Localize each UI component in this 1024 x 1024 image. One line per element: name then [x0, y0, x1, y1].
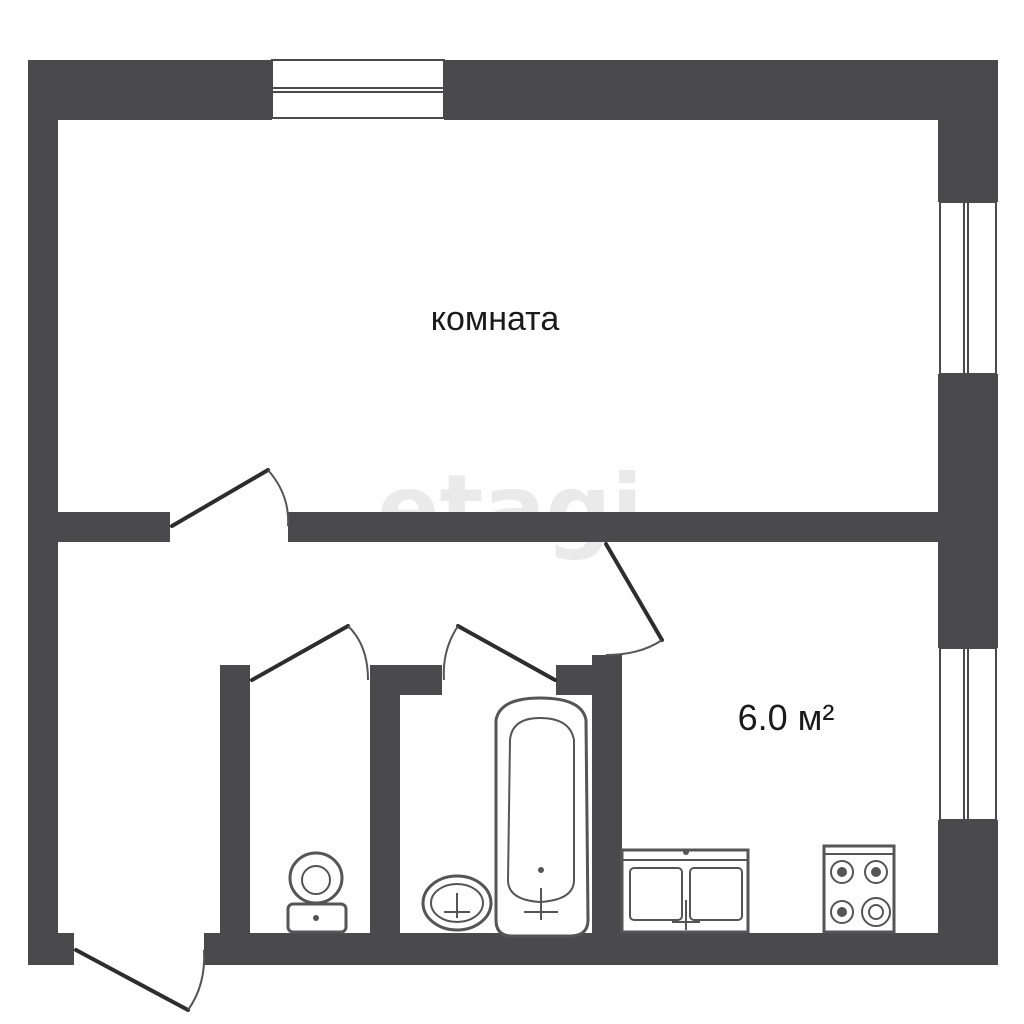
bathtub-icon [494, 696, 590, 938]
toilet-icon [286, 851, 348, 934]
wall-top-right [444, 60, 998, 120]
windows [271, 59, 997, 821]
doors [74, 468, 664, 1012]
room-label-main: комната [431, 300, 560, 338]
wall-bath-top-right [556, 665, 592, 695]
window-icon [939, 201, 997, 375]
wall-bath-kitchen [592, 655, 622, 933]
room-label-kitchen-area: 6.0 м² [738, 697, 835, 738]
interior-walls [58, 512, 938, 933]
stove-icon [822, 844, 896, 934]
watermark: etagi [377, 455, 643, 562]
wall-right-1 [938, 60, 998, 202]
wall-mid-center [288, 512, 603, 542]
wall-right-2 [938, 374, 998, 648]
wall-wc-left [220, 665, 250, 933]
door-icon [442, 624, 557, 682]
wall-mid-right [603, 512, 938, 542]
door-icon [74, 948, 206, 1012]
door-icon [170, 468, 290, 528]
door-icon [604, 542, 664, 656]
wall-bottom-right [204, 933, 998, 965]
kitchen-sink-icon [620, 848, 750, 934]
wall-bottom-left [28, 933, 74, 965]
wall-wc-bath [370, 665, 400, 933]
outer-walls [28, 60, 998, 965]
window-icon [271, 59, 445, 119]
wall-mid-left [58, 512, 170, 542]
wall-left [28, 60, 58, 965]
wall-bath-top-left [400, 665, 442, 695]
window-icon [939, 647, 997, 821]
wall-top-left [28, 60, 272, 120]
sink-icon [421, 874, 493, 932]
door-icon [250, 624, 369, 682]
